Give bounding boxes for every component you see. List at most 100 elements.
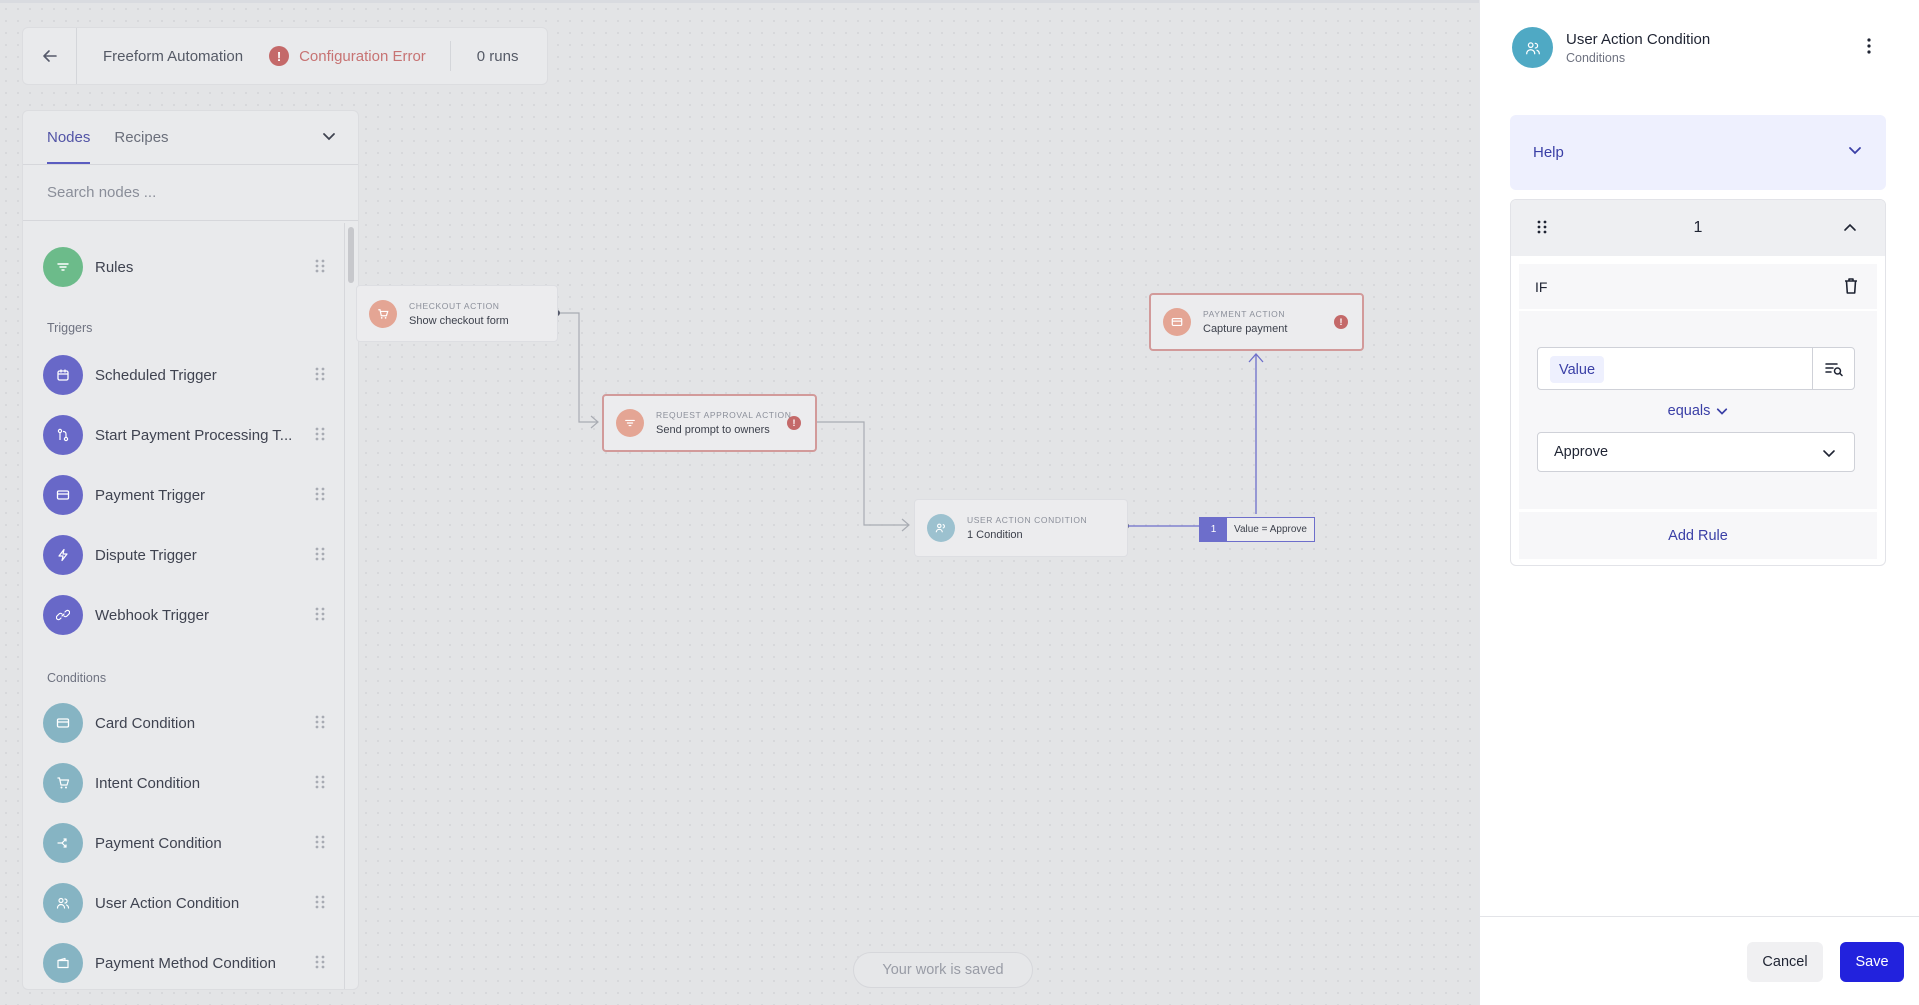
add-rule-button[interactable]: Add Rule — [1519, 512, 1877, 559]
tab-recipes[interactable]: Recipes — [114, 129, 169, 146]
tab-nodes[interactable]: Nodes — [47, 129, 91, 164]
panel-header: User Action Condition Conditions — [1480, 0, 1919, 95]
panel-subtitle: Conditions — [1566, 50, 1626, 65]
split-arrow-icon — [43, 823, 83, 863]
node-config-panel: User Action Condition Conditions Help 1 … — [1479, 0, 1919, 1005]
arrow-left-icon — [42, 50, 57, 62]
node-type: USER ACTION CONDITION — [967, 515, 1088, 525]
flow-node-payment-action[interactable]: PAYMENT ACTION Capture payment ! — [1149, 293, 1364, 351]
error-icon: ! — [269, 46, 290, 66]
node-label: Payment Trigger — [95, 486, 206, 504]
node-item-dispute-trigger[interactable]: Dispute Trigger — [43, 535, 333, 575]
node-item-payment-method-condition[interactable]: Payment Method Condition — [43, 943, 333, 983]
node-label: Card Condition — [95, 714, 196, 732]
node-item-scheduled-trigger[interactable]: Scheduled Trigger — [43, 355, 333, 395]
flow-node-request-approval-action[interactable]: REQUEST APPROVAL ACTION Send prompt to o… — [602, 394, 817, 452]
save-button[interactable]: Save — [1840, 942, 1904, 982]
scrollbar-track[interactable] — [344, 223, 358, 989]
node-label: 1 Condition — [967, 529, 1023, 541]
node-label: Capture payment — [1203, 323, 1288, 335]
node-item-start-payment-processing-trigger[interactable]: Start Payment Processing T... — [43, 415, 333, 455]
drag-handle-icon[interactable] — [315, 259, 325, 278]
branch-label: Value = Approve — [1234, 524, 1307, 535]
help-label: Help — [1533, 144, 1564, 161]
node-type: REQUEST APPROVAL ACTION — [656, 410, 792, 420]
wallet-icon — [43, 943, 83, 983]
nodes-panel: Nodes Recipes Search nodes ... Rules Tri… — [22, 110, 359, 990]
value-chip[interactable]: Value — [1550, 356, 1605, 383]
condition-body: Value equals Approve — [1519, 311, 1877, 509]
node-item-user-action-condition[interactable]: User Action Condition — [43, 883, 333, 923]
node-label: Webhook Trigger — [95, 606, 209, 624]
search-nodes-input[interactable]: Search nodes ... — [23, 165, 358, 221]
drag-handle-icon[interactable] — [315, 427, 325, 446]
node-item-webhook-trigger[interactable]: Webhook Trigger — [43, 595, 333, 635]
drag-handle-icon[interactable] — [1537, 220, 1547, 239]
node-label: Show checkout form — [409, 314, 509, 327]
delete-condition-button[interactable] — [1843, 277, 1859, 298]
node-label: Rules — [95, 258, 134, 276]
chevron-down-icon — [323, 133, 335, 141]
save-status: Your work is saved — [853, 952, 1033, 988]
error-icon: ! — [787, 416, 801, 430]
triggers-heading: Triggers — [47, 321, 93, 335]
node-label: Intent Condition — [95, 774, 201, 792]
drag-handle-icon[interactable] — [315, 487, 325, 506]
node-label: Send prompt to owners — [656, 424, 770, 436]
panel-tabs: Nodes Recipes — [23, 111, 358, 165]
node-item-payment-condition[interactable]: Payment Condition — [43, 823, 333, 863]
value-field[interactable]: Value — [1537, 347, 1855, 390]
node-label: Payment Method Condition — [95, 954, 276, 972]
node-label: Start Payment Processing T... — [95, 426, 293, 444]
more-options-button[interactable] — [1867, 38, 1871, 59]
node-item-card-condition[interactable]: Card Condition — [43, 703, 333, 743]
runs-count: 0 runs — [476, 47, 519, 65]
configuration-error-status[interactable]: ! Configuration Error — [261, 41, 451, 71]
value-select[interactable]: Approve — [1537, 432, 1855, 472]
flow-node-user-action-condition[interactable]: USER ACTION CONDITION 1 Condition — [914, 499, 1128, 557]
lightning-icon — [43, 535, 83, 575]
if-row: IF — [1519, 264, 1877, 309]
if-label: IF — [1535, 278, 1548, 295]
node-item-payment-trigger[interactable]: Payment Trigger — [43, 475, 333, 515]
drag-handle-icon[interactable] — [315, 895, 325, 914]
rule-card: 1 IF Value equals Approve — [1510, 199, 1886, 566]
drag-handle-icon[interactable] — [315, 775, 325, 794]
chevron-up-icon[interactable] — [1843, 220, 1857, 239]
node-item-rules[interactable]: Rules — [43, 247, 333, 287]
flow-connectors — [554, 310, 1264, 532]
conditions-heading: Conditions — [47, 671, 107, 685]
panel-title: User Action Condition — [1566, 30, 1711, 48]
scrollbar-thumb[interactable] — [348, 227, 354, 283]
chevron-down-icon — [1822, 446, 1836, 464]
drag-handle-icon[interactable] — [315, 835, 325, 854]
credit-card-icon — [1163, 308, 1191, 336]
node-type: PAYMENT ACTION — [1203, 309, 1286, 319]
operator-label: equals — [1667, 403, 1711, 419]
trash-icon — [1845, 278, 1857, 294]
flow-canvas[interactable]: Freeform Automation ! Configuration Erro… — [0, 3, 1479, 1005]
back-button[interactable] — [23, 28, 77, 84]
chevron-down-icon — [1717, 408, 1728, 415]
drag-handle-icon[interactable] — [315, 955, 325, 974]
selected-value: Approve — [1554, 444, 1609, 460]
help-accordion[interactable]: Help — [1510, 115, 1886, 190]
flow-node-checkout-action[interactable]: CHECKOUT ACTION Show checkout form — [356, 285, 558, 342]
drag-handle-icon[interactable] — [315, 607, 325, 626]
filter-icon — [616, 409, 644, 437]
drag-handle-icon[interactable] — [315, 367, 325, 386]
drag-handle-icon[interactable] — [315, 547, 325, 566]
condition-branch-badge[interactable]: 1 Value = Approve — [1199, 517, 1315, 542]
collapse-panel-button[interactable] — [322, 129, 336, 148]
rule-number: 1 — [1693, 219, 1703, 236]
kebab-menu-icon — [1867, 38, 1871, 54]
drag-handle-icon[interactable] — [315, 715, 325, 734]
users-icon — [1512, 27, 1553, 68]
users-icon — [43, 883, 83, 923]
cancel-button[interactable]: Cancel — [1747, 942, 1823, 982]
node-item-intent-condition[interactable]: Intent Condition — [43, 763, 333, 803]
variable-search-button[interactable] — [1812, 348, 1854, 389]
rule-header[interactable]: 1 — [1511, 200, 1885, 256]
operator-dropdown[interactable]: equals — [1519, 403, 1877, 419]
users-icon — [927, 514, 955, 542]
